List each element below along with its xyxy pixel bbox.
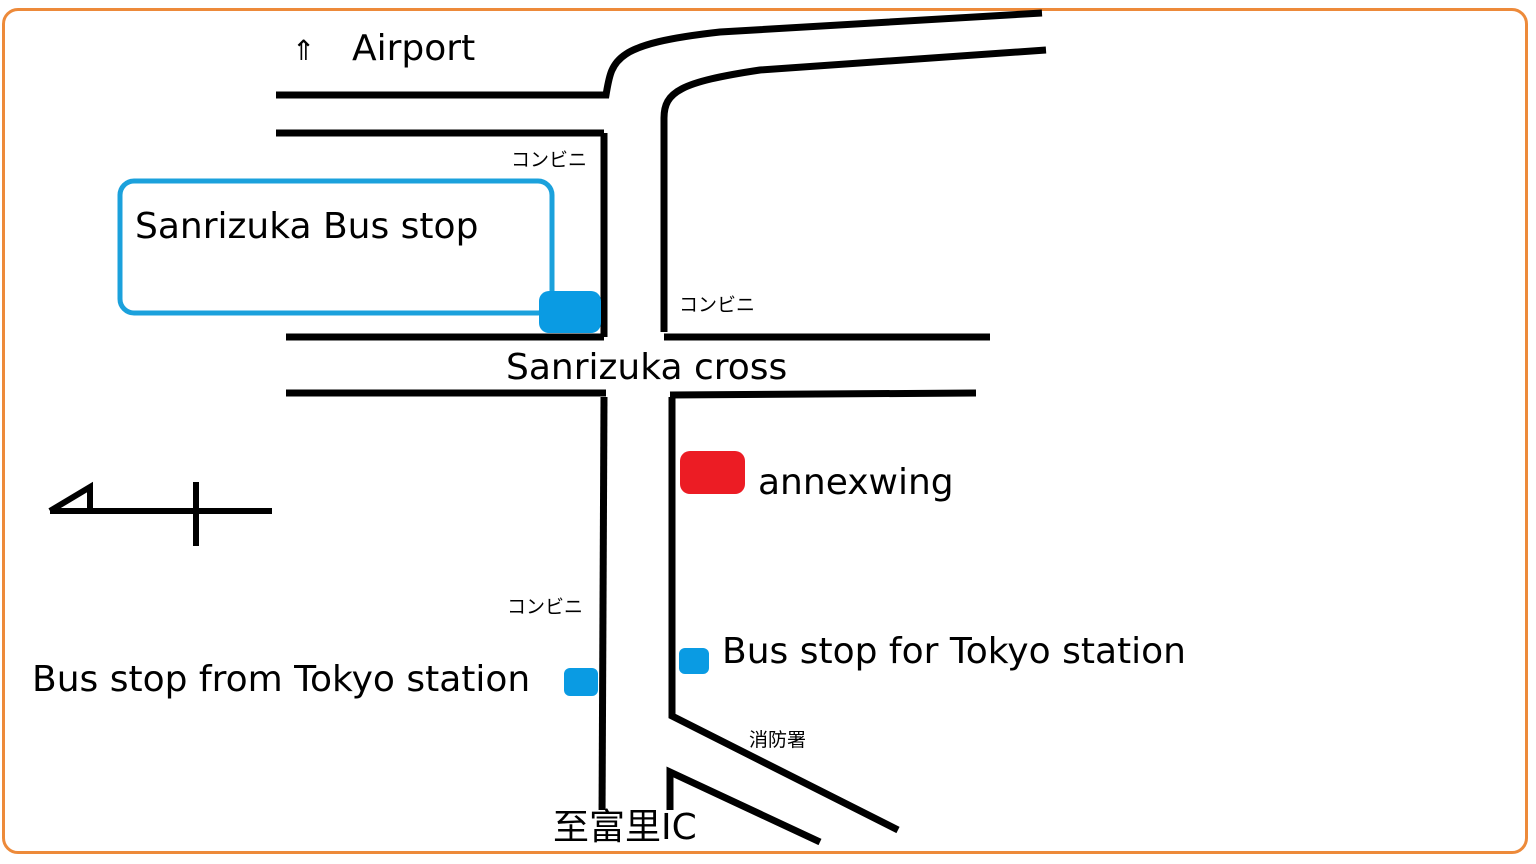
road-south-east-edge bbox=[668, 397, 900, 834]
road-cross-south-east bbox=[669, 389, 977, 399]
sanrizuka-bus-stop-callout bbox=[117, 178, 555, 316]
hotel-marker-icon bbox=[680, 451, 745, 494]
road-west-symbol bbox=[48, 481, 272, 546]
bus-stop-for-tokyo-label: Bus stop for Tokyo station bbox=[722, 631, 1186, 672]
map-frame bbox=[2, 8, 1528, 854]
road-airport-east-edge bbox=[660, 46, 1047, 332]
road-airport-north-edge bbox=[276, 9, 1043, 99]
road-south-west-edge bbox=[598, 396, 608, 821]
bus-stop-marker-icon bbox=[564, 668, 598, 696]
sanrizuka-cross-label: Sanrizuka cross bbox=[500, 350, 794, 386]
konbini-label-northeast: コンビニ bbox=[679, 294, 756, 316]
fire-station-label: 消防署 bbox=[749, 729, 807, 751]
konbini-label-south: コンビニ bbox=[507, 596, 584, 618]
airport-label: Airport bbox=[352, 28, 476, 69]
bus-stop-marker-icon bbox=[539, 291, 601, 333]
bus-stop-from-tokyo-label: Bus stop from Tokyo station bbox=[32, 659, 531, 700]
konbini-label-north: コンビニ bbox=[511, 149, 588, 171]
bus-stop-marker-icon bbox=[679, 648, 709, 674]
road-south-branch bbox=[666, 766, 822, 846]
annexwing-label: annexwing bbox=[758, 462, 954, 503]
sanrizuka-bus-stop-label: Sanrizuka Bus stop bbox=[135, 206, 479, 247]
double-up-arrow-icon: ⇑ bbox=[292, 34, 316, 67]
tomisato-ic-label: 至富里IC bbox=[553, 807, 697, 848]
